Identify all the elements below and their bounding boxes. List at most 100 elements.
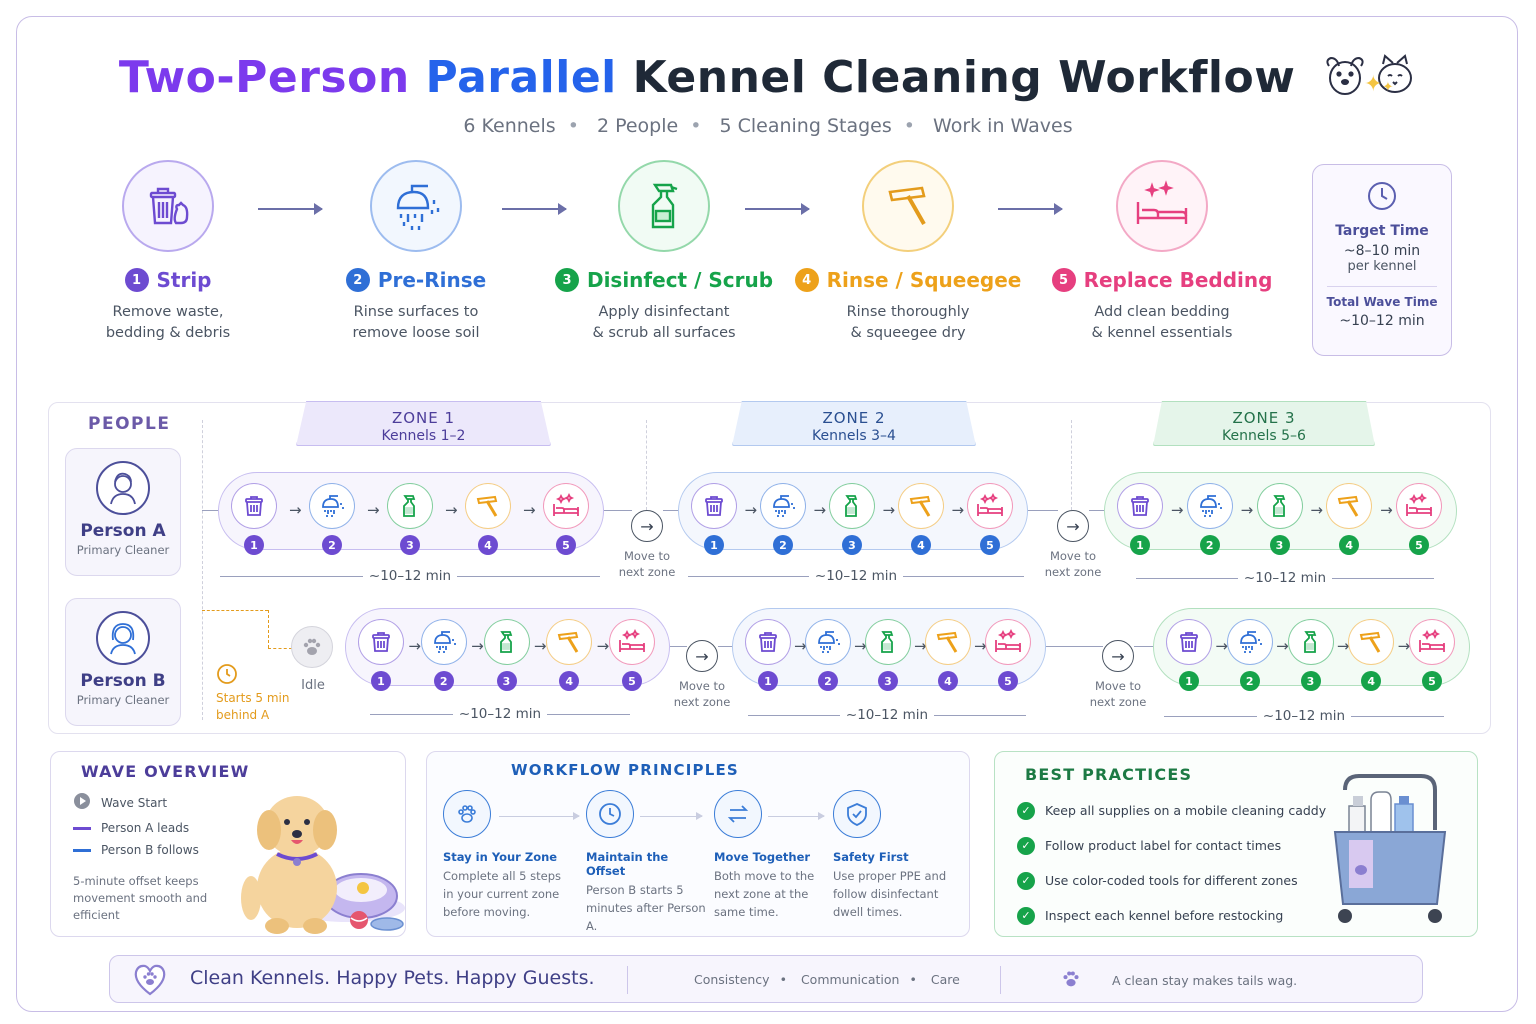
footer-motto: Clean Kennels. Happy Pets. Happy Guests. (190, 967, 595, 989)
sparkle-icon: ✦✦ (1364, 72, 1394, 97)
squeegee-icon (925, 619, 971, 665)
stage-number-badge: 3 (400, 535, 420, 555)
person-b-role: Primary Cleaner (76, 693, 170, 707)
spray-bottle-icon (387, 483, 433, 529)
stage-arrow (998, 203, 1063, 215)
shower-icon (1226, 619, 1273, 665)
lane-connector (604, 510, 632, 511)
paws-icon (443, 790, 491, 838)
step-arrow: → (408, 637, 421, 655)
person-b-zone-lane: 1→2→3→4→5 (732, 608, 1046, 691)
arrow-right-icon: → (631, 510, 663, 542)
subtitle-people: 2 People (596, 115, 679, 137)
best-practice-item: ✓Inspect each kennel before restocking (1017, 898, 1326, 933)
trash-icon (1166, 619, 1212, 665)
stage-number-badge: 5 (556, 535, 576, 555)
stage-arrow (258, 203, 323, 215)
wave-overview-panel: WAVE OVERVIEW Wave Start Person A leads … (50, 751, 406, 937)
shower-icon (805, 619, 851, 665)
footer-divider (1000, 966, 1001, 994)
stage-number-badge: 5 (622, 671, 642, 691)
step-arrow: → (951, 501, 965, 519)
person-a-name: Person A (80, 521, 166, 541)
step-arrow: → (1336, 637, 1350, 655)
subtitle-stages: 5 Cleaning Stages (719, 115, 892, 137)
dog-cat-icon (1321, 53, 1417, 107)
stage-number-badge: 5 (980, 535, 1000, 555)
step-arrow: → (367, 501, 380, 519)
stage-number-badge: 1 (758, 671, 778, 691)
spray-bottle-icon (865, 619, 911, 665)
wave-overview-desc: 5-minute offset keeps movement smooth an… (73, 874, 208, 922)
principle-safety-first: Safety First Use proper PPE and follow d… (833, 790, 953, 921)
clock-icon (586, 790, 634, 838)
lane-connector (1134, 646, 1153, 647)
step-arrow: → (854, 637, 867, 655)
step-arrow: → (471, 637, 484, 655)
subtitle-kennels: 6 Kennels (463, 115, 556, 137)
footer-tagline: A clean stay makes tails wag. (1112, 973, 1298, 988)
person-a-zone-lane: 1→2→3→4→5 (1104, 472, 1457, 555)
bed-icon (985, 619, 1031, 665)
step-arrow: → (744, 501, 758, 519)
trash-icon (122, 160, 214, 252)
arrow-right-icon: → (1057, 510, 1089, 542)
check-icon: ✓ (1017, 836, 1035, 855)
stage-number-badge: 2 (773, 535, 793, 555)
person-a-zone-lane: 1→2→3→4→5 (218, 472, 604, 555)
step-arrow: → (914, 637, 927, 655)
lane-connector (1089, 510, 1104, 511)
principle-move-together: Move Together Both move to the next zone… (714, 790, 834, 921)
stage-number-badge: 4 (938, 671, 958, 691)
workflow-principles-title: WORKFLOW PRINCIPLES (511, 761, 739, 779)
shield-check-icon (833, 790, 881, 838)
title-part1: Two-Person (118, 52, 410, 103)
bed-icon (609, 619, 655, 665)
stage-number-badge: 3 (1300, 671, 1321, 691)
stage-number-badge: 2 (433, 671, 454, 691)
target-sub: per kennel (1347, 259, 1417, 274)
step-arrow: → (1397, 637, 1411, 655)
lane-connector (663, 510, 678, 511)
stage-number-badge: 1 (1130, 535, 1150, 555)
stage-number-badge: 3 (878, 671, 898, 691)
footer-banner: Clean Kennels. Happy Pets. Happy Guests.… (109, 955, 1423, 1003)
cleaning-caddy-illustration (1325, 770, 1455, 930)
trash-icon (1117, 483, 1163, 529)
shower-icon (1186, 483, 1233, 529)
bed-icon (1116, 160, 1208, 252)
footer-divider (627, 966, 628, 994)
stage-number-badge: 1 (244, 535, 264, 555)
target-title: Target Time (1335, 223, 1429, 239)
heart-paw-icon (132, 962, 168, 998)
best-practices-title: BEST PRACTICES (1025, 765, 1193, 784)
stage-number-badge: 4 (559, 671, 580, 691)
step-arrow: → (523, 501, 536, 519)
stage-number-badge: 5 (1409, 535, 1429, 555)
step-arrow: → (1380, 501, 1393, 519)
zone-separator (646, 420, 647, 510)
trash-icon (358, 619, 404, 665)
shower-icon (309, 483, 355, 529)
stage-number-badge: 4 (1361, 671, 1382, 691)
spray-bottle-icon (829, 483, 875, 529)
person-b-zone-lane: 1→2→3→4→5 (1153, 608, 1470, 691)
best-practice-item: ✓Use color-coded tools for different zon… (1017, 863, 1326, 898)
stage-number-badge: 2 (818, 671, 838, 691)
stage-number-badge: 1 (1179, 671, 1199, 691)
lane-connector (1028, 510, 1058, 511)
offset-clock-icon (216, 663, 238, 689)
stage-number-badge: 4 (911, 535, 931, 555)
zone-duration: ~10–12 min (748, 707, 1026, 723)
step-arrow: → (974, 637, 987, 655)
paw-icon (291, 626, 333, 668)
squeegee-icon (465, 483, 511, 529)
bed-icon (1396, 483, 1442, 529)
stage-number-badge: 2 (322, 535, 342, 555)
